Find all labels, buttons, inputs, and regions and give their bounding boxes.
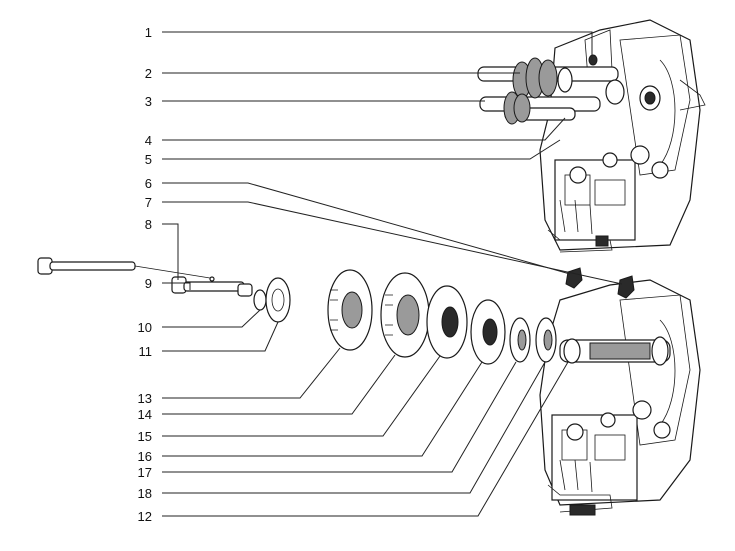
callout-labels: 1 2 3 4 5 6 7 8 9 10 11 13 14 15 16 17 1…: [138, 25, 152, 524]
callout-7: 7: [145, 195, 152, 210]
leader-lines: [162, 31, 623, 517]
lower-housing: [539, 279, 701, 516]
callout-18: 18: [138, 486, 152, 501]
callout-5: 5: [145, 152, 152, 167]
washer-part: [265, 277, 291, 323]
callout-16: 16: [138, 449, 152, 464]
gear-18: [535, 317, 557, 363]
gear-16: [470, 299, 506, 365]
callout-12: 12: [138, 509, 152, 524]
callout-1: 1: [145, 25, 152, 40]
callout-17: 17: [138, 465, 152, 480]
callout-4: 4: [145, 133, 152, 148]
gear-14: [380, 272, 430, 358]
shaft-part: [171, 276, 253, 297]
callout-3: 3: [145, 94, 152, 109]
gear-17: [509, 317, 531, 363]
upper-shafts-gears: [477, 54, 661, 125]
gear-13: [327, 269, 373, 351]
callout-15: 15: [138, 429, 152, 444]
callout-8: 8: [145, 217, 152, 232]
callout-2: 2: [145, 66, 152, 81]
ring-part: [253, 289, 267, 311]
callout-6: 6: [145, 176, 152, 191]
gear-15: [426, 285, 468, 359]
upper-housing: [539, 19, 706, 253]
callout-11: 11: [139, 344, 153, 359]
callout-9: 9: [145, 276, 152, 291]
long-rod-part: [37, 257, 215, 282]
callout-13: 13: [138, 391, 152, 406]
callout-14: 14: [138, 407, 152, 422]
callout-10: 10: [138, 320, 152, 335]
